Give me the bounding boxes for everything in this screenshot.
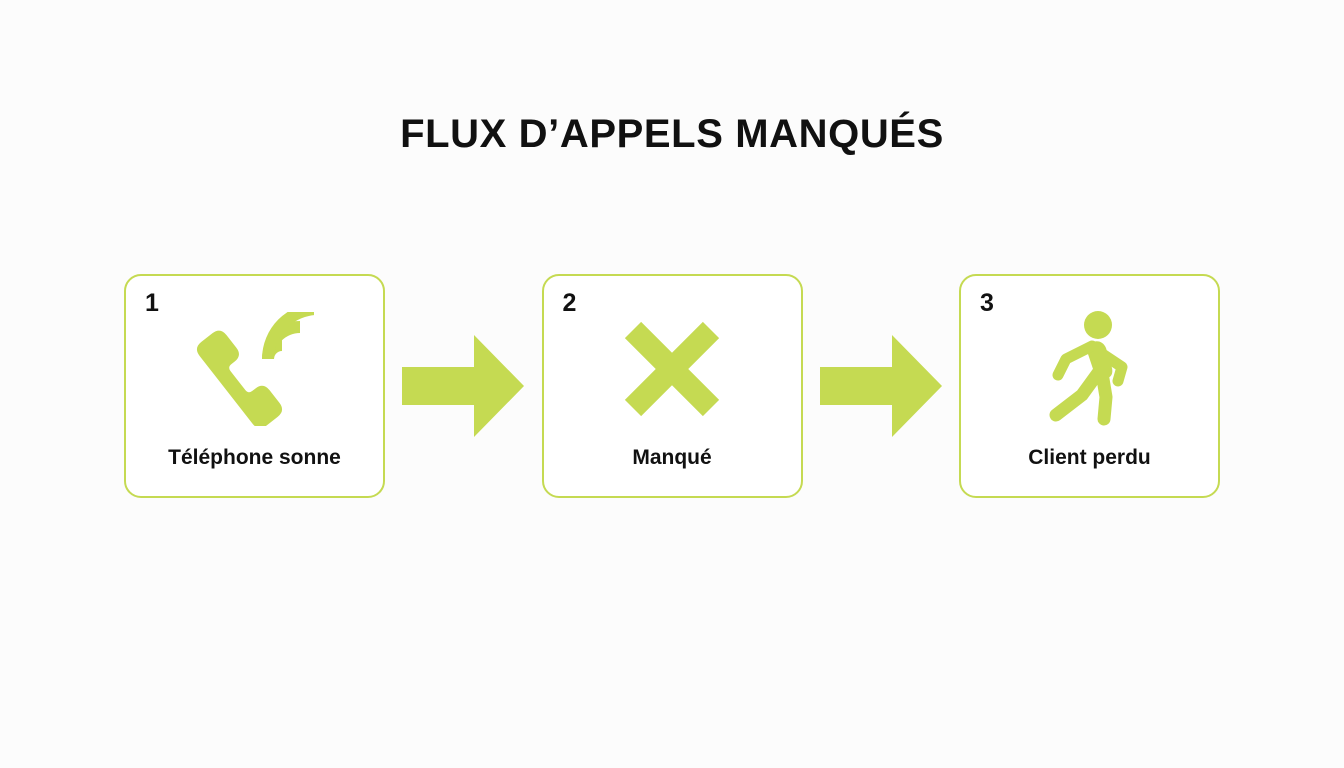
walking-person-icon <box>961 310 1218 428</box>
page-title: FLUX D’APPELS MANQUÉS <box>400 112 944 156</box>
step-number: 1 <box>145 289 159 317</box>
step-number: 3 <box>980 289 994 317</box>
arrow-right-icon-2 <box>819 335 942 437</box>
step-card-3[interactable]: 3 <box>959 274 1220 498</box>
step-label: Téléphone sonne <box>168 446 341 469</box>
arrow-right-icon-1 <box>402 335 525 437</box>
flow-diagram: 1 Téléphone sonne <box>124 274 1220 498</box>
step-card-2[interactable]: 2 Manqué <box>541 274 803 498</box>
ringing-phone-icon <box>126 310 383 428</box>
step-label: Manqué <box>632 446 712 469</box>
step-number: 2 <box>562 289 577 317</box>
step-card-1[interactable]: 1 Téléphone sonne <box>124 274 385 498</box>
cross-x-icon <box>544 310 801 428</box>
step-label: Client perdu <box>1028 446 1151 469</box>
